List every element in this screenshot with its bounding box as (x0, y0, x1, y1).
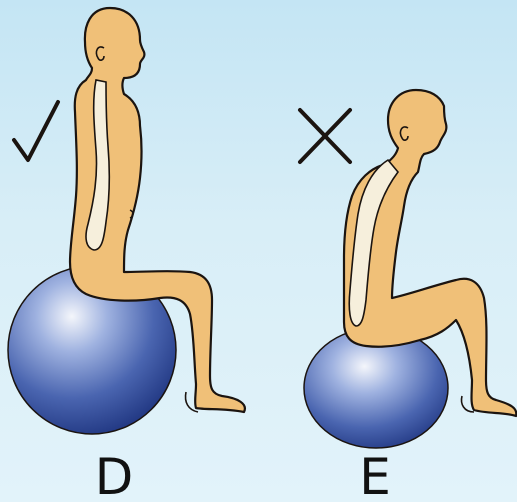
panel-e (300, 90, 516, 448)
cross-mark-icon (300, 110, 350, 162)
check-mark-icon (14, 102, 58, 160)
panel-label-d: D (74, 452, 154, 502)
panel-label-e: E (335, 452, 415, 502)
panel-d (8, 8, 245, 434)
